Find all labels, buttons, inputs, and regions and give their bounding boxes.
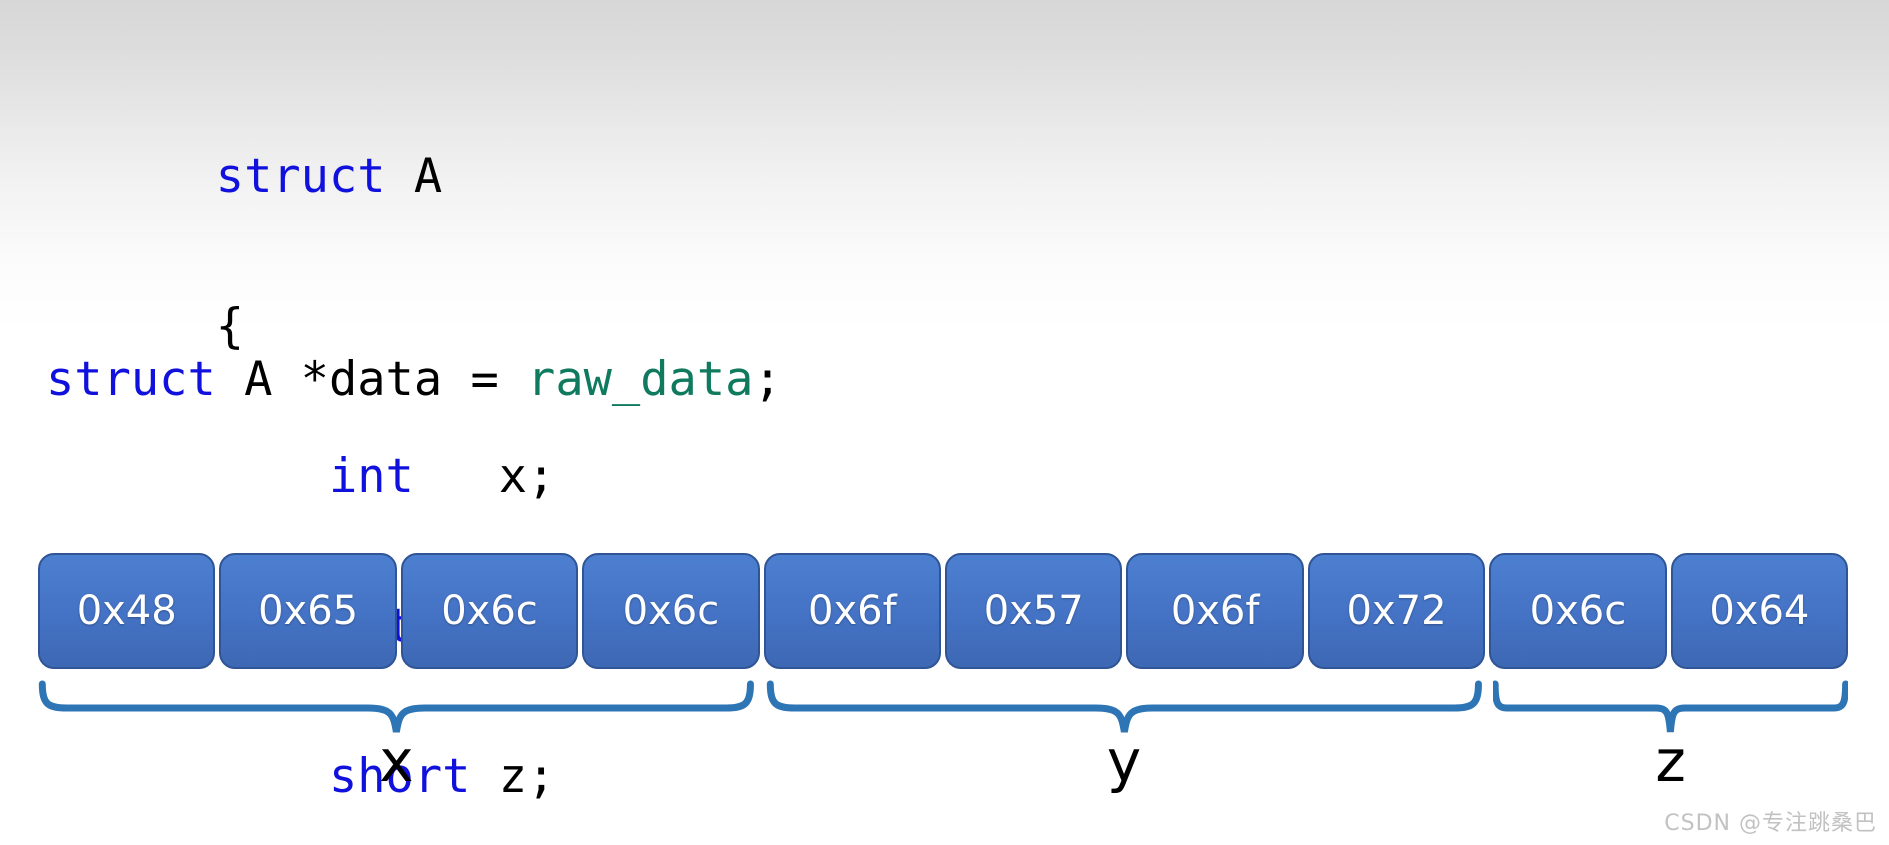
code-text: z; <box>470 749 556 804</box>
code-text: A <box>385 149 443 204</box>
code-text: x; <box>413 449 556 504</box>
memory-byte-box[interactable]: 0x6c <box>582 553 760 669</box>
memory-byte-row: 0x48 0x65 0x6c 0x6c 0x6f 0x57 0x6f 0x72 … <box>38 553 1849 669</box>
memory-byte-box[interactable]: 0x64 <box>1670 553 1849 669</box>
code-keyword: struct <box>46 352 216 407</box>
code-text: A *data = <box>215 352 528 407</box>
code-keyword: struct <box>215 149 386 204</box>
curly-brace-icon <box>38 678 755 738</box>
memory-byte-box[interactable]: 0x57 <box>945 553 1123 669</box>
code-variable: raw_data <box>527 352 754 407</box>
field-brace-y <box>766 678 1483 738</box>
memory-byte-box[interactable]: 0x65 <box>219 553 397 669</box>
code-text: ; <box>753 352 782 407</box>
memory-byte-box[interactable]: 0x72 <box>1307 553 1486 669</box>
memory-byte-box[interactable]: 0x48 <box>38 553 216 669</box>
code-text: { <box>215 299 245 354</box>
memory-byte-box[interactable]: 0x6c <box>1489 553 1667 669</box>
code-keyword: int <box>215 449 414 504</box>
field-brace-x <box>38 678 755 738</box>
memory-byte-box[interactable]: 0x6f <box>1126 553 1304 669</box>
field-label-z: z <box>1655 727 1686 795</box>
field-label-row: x y z <box>38 726 1848 806</box>
field-brace-row <box>38 678 1848 738</box>
code-keyword: short <box>215 749 471 804</box>
csdn-watermark: CSDN @专注跳桑巴 <box>1664 811 1877 836</box>
memory-byte-box[interactable]: 0x6f <box>763 553 942 669</box>
memory-byte-box[interactable]: 0x6c <box>400 553 579 669</box>
field-brace-z <box>1493 678 1848 738</box>
code-line: { <box>46 252 555 352</box>
field-label-x: x <box>379 727 414 795</box>
code-line: struct A <box>46 102 555 202</box>
code-line: int x; <box>46 402 555 502</box>
background-gradient <box>0 0 1889 330</box>
curly-brace-icon <box>766 678 1483 738</box>
code-line: short z; <box>46 702 555 802</box>
curly-brace-icon <box>1493 678 1848 738</box>
pointer-declaration-code: struct A *data = raw_data; <box>46 355 782 405</box>
field-label-y: y <box>1106 727 1142 795</box>
